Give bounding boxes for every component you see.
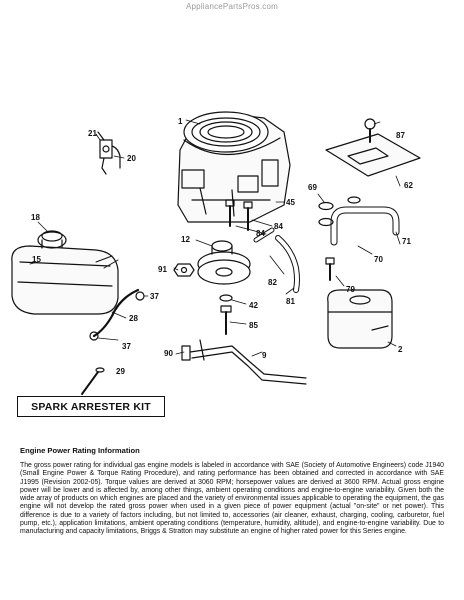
- spark-arrester-part: [81, 367, 105, 395]
- belt-guide-part: [181, 339, 307, 385]
- pulley-part: [197, 240, 251, 285]
- parts-diagram: 1 21 20 18 15 37 28 37 12 91 42 85 90 9 …: [11, 111, 421, 395]
- callout-45: 45: [286, 198, 295, 207]
- muffler-part: [325, 257, 393, 349]
- callout-42: 42: [249, 301, 258, 310]
- callout-21: 21: [88, 129, 97, 138]
- callout-15: 15: [32, 255, 41, 264]
- callout-90: 90: [164, 349, 173, 358]
- fuel-tank-part: [11, 230, 119, 315]
- callout-69: 69: [308, 183, 317, 192]
- fuel-line-part: [89, 288, 145, 341]
- callout-71: 71: [402, 237, 411, 246]
- callout-82: 82: [268, 278, 277, 287]
- nut-part: [173, 263, 195, 277]
- cap-screw-part: [364, 118, 376, 143]
- callout-81: 81: [286, 297, 295, 306]
- callout-20: 20: [127, 154, 136, 163]
- bolt-part: [219, 294, 233, 335]
- callout-85: 85: [249, 321, 258, 330]
- exhaust-pipe-part: [318, 196, 400, 246]
- muffler-guard-part: [325, 133, 421, 177]
- callout-91: 91: [158, 265, 167, 274]
- fitting-part: [253, 227, 300, 293]
- callout-70: 70: [374, 255, 383, 264]
- rating-body-text: The gross power rating for individual ga…: [20, 462, 444, 536]
- engine-part: [177, 111, 291, 223]
- callout-18: 18: [31, 213, 40, 222]
- callout-62: 62: [404, 181, 413, 190]
- callout-84-left: 84: [256, 229, 265, 238]
- callout-28: 28: [129, 314, 138, 323]
- callout-9: 9: [262, 351, 267, 360]
- callout-79: 79: [346, 285, 355, 294]
- engine-bolt-part: [225, 199, 253, 231]
- ignition-switch-part: [97, 131, 121, 175]
- callout-37-lower: 37: [122, 342, 131, 351]
- watermark-text: AppliancePartsPros.com: [186, 2, 278, 11]
- callout-2: 2: [398, 345, 403, 354]
- callout-87: 87: [396, 131, 405, 140]
- callout-12: 12: [181, 235, 190, 244]
- callout-84-right: 84: [274, 222, 283, 231]
- callout-37-upper: 37: [150, 292, 159, 301]
- spark-arrester-kit-label: SPARK ARRESTER KIT: [17, 396, 165, 417]
- callout-1: 1: [178, 117, 183, 126]
- callout-29: 29: [116, 367, 125, 376]
- rating-title: Engine Power Rating Information: [20, 446, 140, 455]
